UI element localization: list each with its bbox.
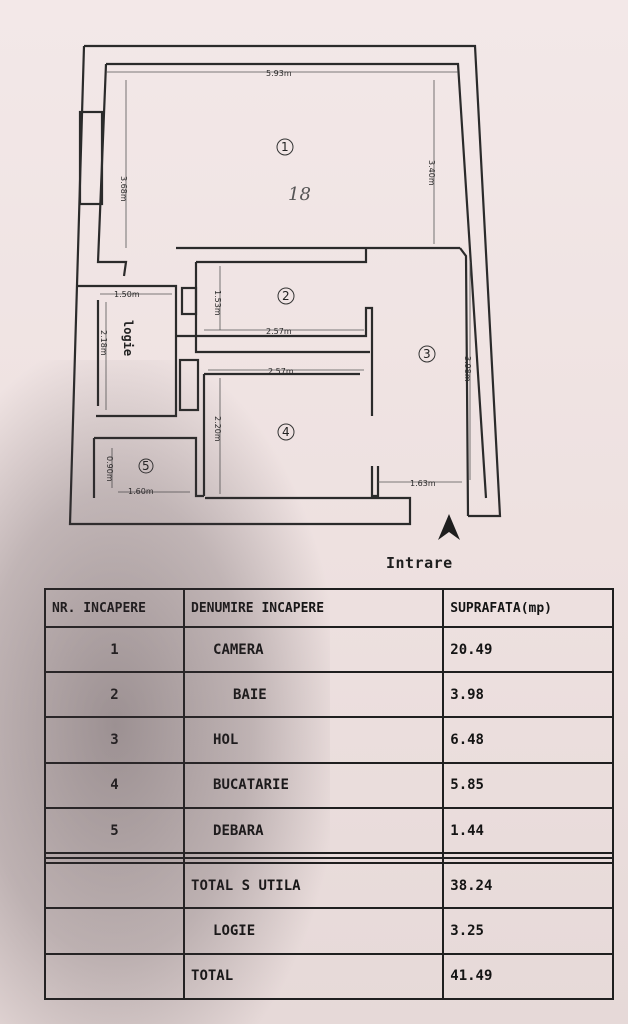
dim-top-width: 5.93m (266, 69, 292, 78)
cell-area: 1.44 (442, 806, 614, 855)
area-table: NR. INCAPERE DENUMIRE INCAPERE SUPRAFATA… (43, 588, 614, 1001)
header-room-number: NR. INCAPERE (43, 588, 186, 628)
cell-name (183, 852, 445, 860)
cell-nr: 3 (43, 716, 186, 764)
room-number-1: 1 (281, 140, 289, 154)
cell-area: 3.98 (442, 671, 614, 719)
table-row (43, 852, 614, 860)
dim-bucatarie-height: 2.20m (213, 416, 222, 442)
window-left (78, 110, 104, 206)
dim-debara-width: 1.60m (128, 487, 154, 496)
dim-hol-height: 3.98m (463, 356, 472, 382)
table-row: 1 CAMERA 20.49 (43, 625, 614, 674)
cell-area: 38.24 (442, 862, 614, 910)
entrance-label: Intrare (386, 554, 453, 572)
cell-nr (43, 907, 186, 955)
dim-logie-width: 1.50m (114, 290, 140, 299)
logie-label: logie (121, 320, 135, 356)
left-wall (68, 45, 412, 526)
cell-name: TOTAL S UTILA (183, 862, 445, 910)
floor-plan-drawing: 5.93m 3.68m 3.40m 1.50m 2.18m 1.53m 2.57… (68, 44, 502, 540)
cell-area: 41.49 (442, 952, 614, 1001)
dim-room1-left: 3.68m (119, 176, 128, 202)
hol-lower (370, 466, 380, 498)
cell-name (183, 857, 445, 865)
cell-area (442, 852, 614, 860)
cell-nr: 4 (43, 761, 186, 809)
room-number-5: 5 (142, 459, 150, 473)
table-row: TOTAL S UTILA 38.24 (43, 862, 614, 910)
cell-area (442, 857, 614, 865)
dim-bucatarie-width: 2.57m (268, 367, 294, 376)
cell-area: 3.25 (442, 907, 614, 955)
table-row: 5 DEBARA 1.44 (43, 806, 614, 855)
logie-wall (76, 284, 178, 418)
table-row: 2 BAIE 3.98 (43, 671, 614, 719)
room-number-3: 3 (423, 347, 431, 361)
cell-name: BUCATARIE (183, 761, 445, 809)
cell-area: 6.48 (442, 716, 614, 764)
table-row: 4 BUCATARIE 5.85 (43, 761, 614, 809)
cell-area: 20.49 (442, 625, 614, 674)
table-row: TOTAL 41.49 (43, 952, 614, 1001)
cell-nr (43, 852, 186, 860)
table-header-row: NR. INCAPERE DENUMIRE INCAPERE SUPRAFATA… (43, 588, 614, 628)
cell-name: DEBARA (183, 806, 445, 855)
dim-baie-width: 2.57m (266, 327, 292, 336)
dim-hol-width: 1.63m (410, 479, 436, 488)
cell-area: 5.85 (442, 761, 614, 809)
outer-wall (84, 44, 502, 518)
table-row (43, 857, 614, 865)
hol-right (459, 247, 470, 517)
dim-room1-right: 3.40m (427, 160, 436, 186)
cell-nr (43, 862, 186, 910)
dim-logie-height: 2.18m (99, 330, 108, 356)
table-row: LOGIE 3.25 (43, 907, 614, 955)
dim-baie-height: 1.53m (213, 290, 222, 316)
room-number-4: 4 (282, 425, 290, 439)
window-bucatarie (178, 358, 200, 412)
cell-name: HOL (183, 716, 445, 764)
cell-name: TOTAL (183, 952, 445, 1001)
window-baie (180, 286, 198, 316)
header-room-name: DENUMIRE INCAPERE (183, 588, 445, 628)
cell-nr: 2 (43, 671, 186, 719)
cell-nr: 5 (43, 806, 186, 855)
cell-name: CAMERA (183, 625, 445, 674)
baie-bottom (176, 306, 374, 416)
dim-debara-height: 0.90m (105, 456, 114, 482)
header-surface: SUPRAFATA(mp) (442, 588, 614, 628)
cell-name: BAIE (183, 671, 445, 719)
entrance-arrow-icon (438, 514, 460, 540)
cell-nr: 1 (43, 625, 186, 674)
cell-name: LOGIE (183, 907, 445, 955)
handwritten-number: 18 (288, 184, 311, 205)
cell-nr (43, 952, 186, 1001)
debara-wall (94, 436, 204, 498)
cell-nr (43, 857, 186, 865)
outer-wall-inner (106, 62, 488, 499)
table-row: 3 HOL 6.48 (43, 716, 614, 764)
partition-top-inner (196, 248, 368, 264)
room-number-2: 2 (282, 289, 290, 303)
